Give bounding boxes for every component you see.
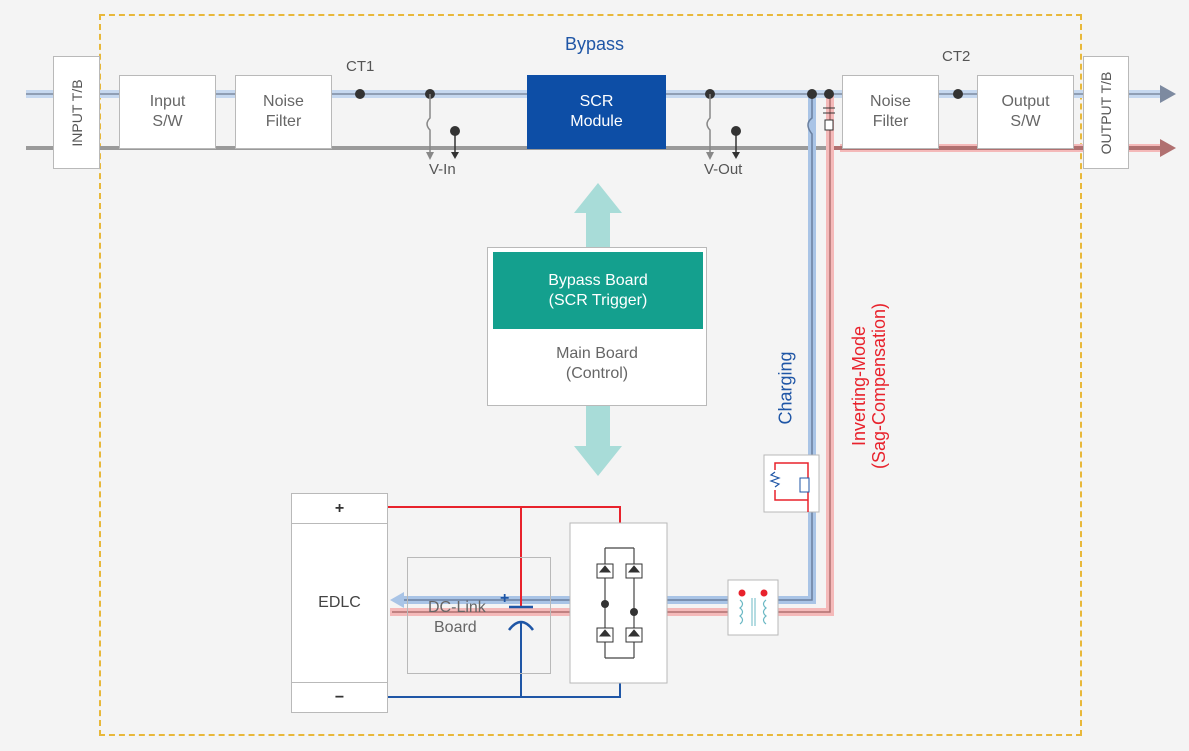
scr-module-label-1: SCR (579, 93, 614, 110)
svg-text:+: + (500, 590, 509, 607)
system-boundary (99, 14, 1082, 736)
main-board-box: Bypass Board (SCR Trigger) Main Board (C… (487, 247, 707, 406)
input-switch-label-1: Input (149, 93, 186, 110)
edlc-negative-terminal: − (292, 682, 387, 712)
dc-positive-wire (388, 506, 621, 523)
arrow-board-to-inverter (574, 406, 622, 476)
output-switch-label-1: Output (1001, 93, 1050, 110)
inverting-mode-label-2: (Sag-Compensation) (869, 302, 889, 470)
ct2-dot (953, 89, 963, 99)
inverting-mode-label-1: Inverting-Mode (849, 325, 869, 447)
bypass-board-label-2: (SCR Trigger) (548, 291, 648, 309)
ct1-dot (355, 89, 365, 99)
dc-link-label-1: DC-Link (428, 599, 486, 616)
input-terminal-block: INPUT T/B (53, 56, 100, 169)
output-tb-label: OUTPUT T/B (1098, 71, 1114, 154)
dc-negative-wire (388, 683, 621, 698)
noise-filter-output-label-1: Noise (870, 93, 911, 110)
inverting-mode-label: Inverting-Mode (Sag-Compensation) (849, 303, 889, 469)
input-tb-label: INPUT T/B (68, 78, 85, 147)
scr-module-label-2: Module (570, 113, 623, 130)
dc-link-board-box: DC-Link Board (407, 557, 551, 674)
edlc-label: EDLC (318, 594, 361, 611)
inverter-box (569, 522, 668, 684)
ct1-label: CT1 (346, 58, 375, 75)
dc-link-label-2: Board (434, 619, 477, 636)
input-switch-box: Input S/W (119, 75, 216, 149)
bypass-board-box: Bypass Board (SCR Trigger) (493, 252, 703, 329)
capacitor-plate-negative (508, 620, 534, 631)
ct2-label: CT2 (942, 48, 971, 65)
noise-filter-output-box: Noise Filter (842, 75, 939, 149)
charging-arrow (390, 592, 404, 608)
bypass-title: Bypass (565, 34, 625, 54)
noise-filter-output-label-2: Filter (872, 113, 909, 130)
v-out-label: V-Out (704, 161, 743, 178)
output-switch-box: Output S/W (977, 75, 1074, 149)
main-board-label-2: (Control) (565, 365, 629, 382)
charging-resistor-box (763, 454, 820, 513)
arrow-scr-to-board (574, 183, 622, 247)
output-arrow-bottom (1160, 139, 1176, 157)
main-board-text: Main Board (Control) (488, 344, 706, 384)
input-switch-label-2: S/W (152, 113, 183, 130)
main-board-label-1: Main Board (556, 345, 638, 362)
edlc-box: + EDLC − (291, 493, 388, 713)
noise-filter-input-label-2: Filter (265, 113, 302, 130)
noise-filter-input-box: Noise Filter (235, 75, 332, 149)
transformer-box (727, 579, 779, 636)
bypass-board-label-1: Bypass Board (548, 271, 648, 289)
inverting-path-line (392, 94, 831, 613)
output-terminal-block: OUTPUT T/B (1083, 56, 1129, 169)
scr-module-box: SCR Module (527, 75, 666, 149)
edlc-positive-terminal: + (292, 494, 387, 524)
output-switch-label-2: S/W (1010, 113, 1041, 130)
output-arrow-top (1160, 85, 1176, 103)
charging-label: Charging (775, 351, 796, 425)
v-in-label: V-In (429, 161, 456, 178)
noise-filter-input-label-1: Noise (263, 93, 304, 110)
